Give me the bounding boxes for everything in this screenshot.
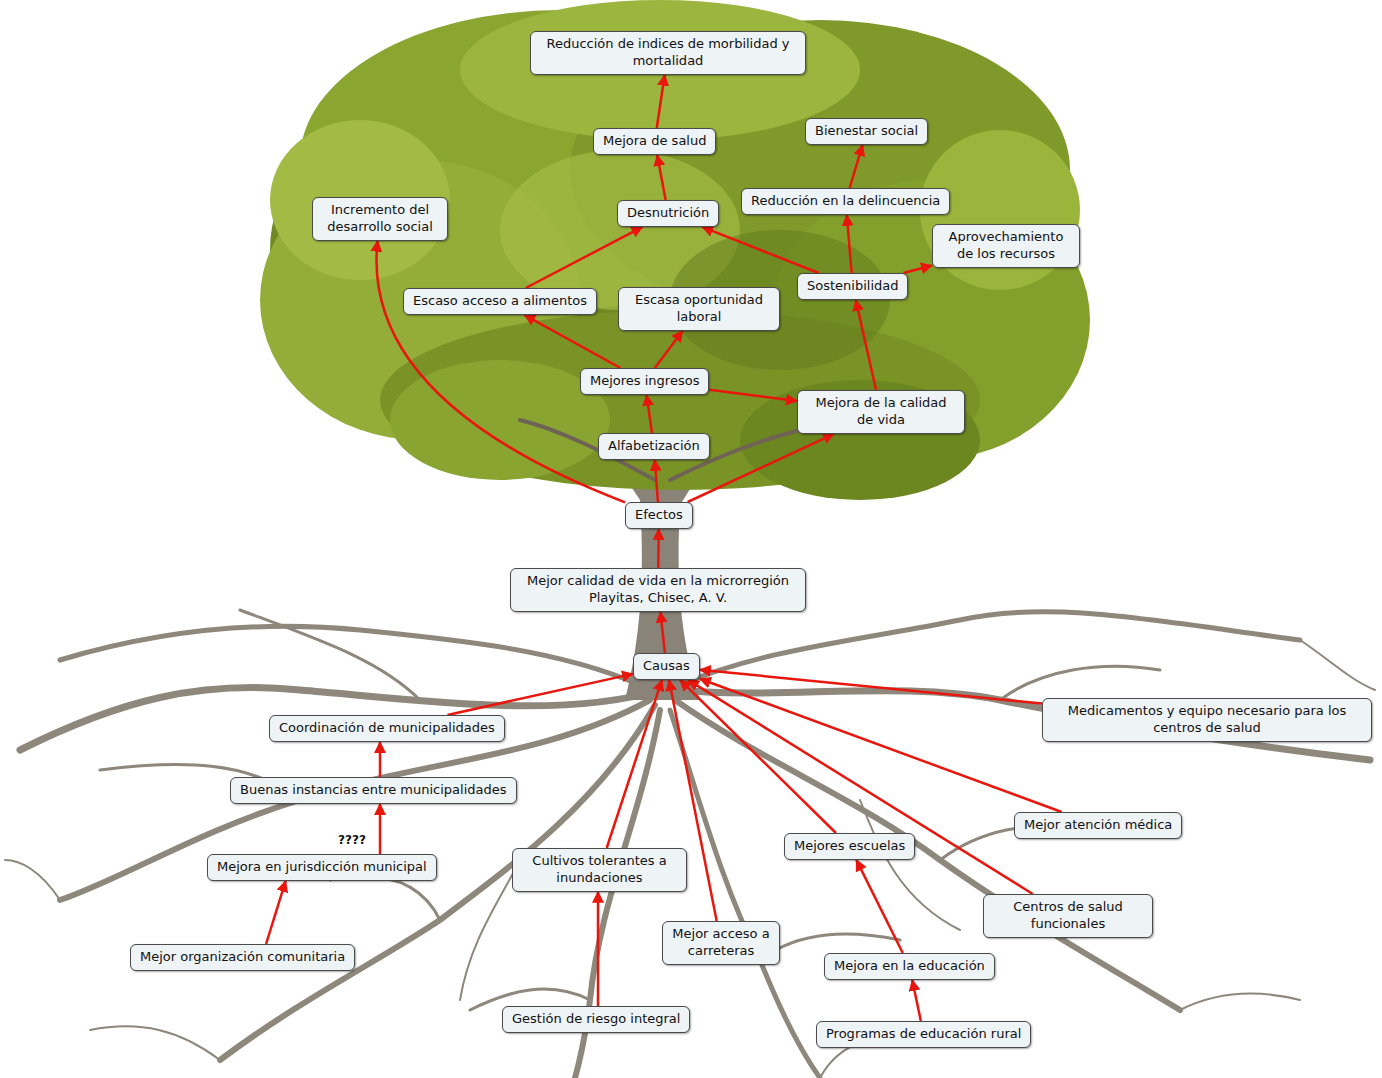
box-text: Escaso acceso a alimentos <box>413 293 587 310</box>
arrow-connector <box>904 265 932 273</box>
arrow-connector <box>379 742 382 777</box>
note-label: ???? <box>336 834 368 847</box>
concept-box: Cultivos tolerantes a inundaciones <box>512 848 687 892</box>
concept-box: Mejor organización comunitaria <box>130 944 355 971</box>
tree-roots <box>5 610 1375 1078</box>
arrow-connector <box>655 460 658 502</box>
arrow-connector <box>702 227 819 273</box>
box-text: Mejor atención médica <box>1024 817 1172 834</box>
box-text: Mejora de salud <box>603 133 706 150</box>
arrow-connector <box>655 331 683 368</box>
concept-box: Mejora de la calidad de vida <box>797 390 965 434</box>
concept-box: Bienestar social <box>805 118 928 145</box>
arrow-connector <box>266 881 286 944</box>
box-text: Mejora de la calidad de vida <box>807 395 955 429</box>
box-text: Reducción de indices de morbilidad y mor… <box>540 36 796 70</box>
concept-box: Mejores escuelas <box>784 833 915 860</box>
concept-box: Escasa oportunidad laboral <box>618 287 780 331</box>
box-text: Mejora en jurisdicción municipal <box>217 859 427 876</box>
box-text: Desnutrición <box>627 205 709 222</box>
concept-box: Incremento del desarrollo social <box>312 197 448 241</box>
box-text: Incremento del desarrollo social <box>322 202 438 236</box>
box-text: Mejor calidad de vida en la microrregión… <box>520 573 796 607</box>
arrow-connector <box>526 227 643 288</box>
concept-box: Mejor acceso a carreteras <box>662 921 780 965</box>
box-text: Aprovechamiento de los recursos <box>942 229 1070 263</box>
arrow-connector <box>657 75 665 128</box>
concept-box: Mejores ingresos <box>580 368 709 395</box>
concept-box: Centros de salud funcionales <box>983 894 1153 938</box>
arrow-connector <box>856 300 876 390</box>
arrow-connector <box>597 892 600 1006</box>
concept-box: Mejor calidad de vida en la microrregión… <box>510 568 806 612</box>
arrow-connector <box>700 679 1062 812</box>
arrow-connector <box>660 612 665 653</box>
concept-box: Desnutrición <box>617 200 719 227</box>
arrow-connector <box>657 155 665 200</box>
concept-box: Alfabetización <box>598 433 710 460</box>
arrow-connector <box>524 315 620 368</box>
concept-box: Gestión de riesgo integral <box>502 1006 690 1033</box>
tree-canopy <box>260 0 1090 500</box>
arrow-connector <box>657 529 660 568</box>
box-text: Causas <box>643 658 690 675</box>
box-text: Centros de salud funcionales <box>993 899 1143 933</box>
concept-box: Efectos <box>625 502 693 529</box>
concept-box: Mejor atención médica <box>1014 812 1182 839</box>
box-text: Reducción en la delincuencia <box>751 193 940 210</box>
arrow-connector <box>688 680 1033 894</box>
concept-box: Causas <box>633 653 700 680</box>
concept-box: Mejora en jurisdicción municipal <box>207 854 437 881</box>
arrow-connector <box>709 390 797 401</box>
concept-box: Sostenibilidad <box>797 273 908 300</box>
box-text: Sostenibilidad <box>807 278 898 295</box>
box-text: Medicamentos y equipo necesario para los… <box>1052 703 1362 737</box>
box-text: Programas de educación rural <box>826 1026 1021 1043</box>
box-text: Buenas instancias entre municipalidades <box>240 782 507 799</box>
box-text: Mejora en la educación <box>834 958 985 975</box>
concept-box: Medicamentos y equipo necesario para los… <box>1042 698 1372 742</box>
concept-box: Programas de educación rural <box>816 1021 1031 1048</box>
concept-box: Mejora en la educación <box>824 953 995 980</box>
tree-branches <box>520 420 800 480</box>
arrow-connector <box>850 145 863 188</box>
concept-box: Buenas instancias entre municipalidades <box>230 777 517 804</box>
concept-box: Aprovechamiento de los recursos <box>932 224 1080 268</box>
box-text: Mejores ingresos <box>590 373 699 390</box>
box-text: Alfabetización <box>608 438 700 455</box>
box-text: Mejores escuelas <box>794 838 905 855</box>
box-text: Mejor acceso a carreteras <box>672 926 770 960</box>
arrow-connector <box>847 215 852 273</box>
box-text: Bienestar social <box>815 123 918 140</box>
arrow-connector <box>448 674 633 715</box>
concept-box: Coordinación de municipalidades <box>269 715 505 742</box>
box-text: Escasa oportunidad laboral <box>628 292 770 326</box>
box-text: Efectos <box>635 507 683 524</box>
box-text: Gestión de riesgo integral <box>512 1011 680 1028</box>
box-text: Coordinación de municipalidades <box>279 720 495 737</box>
arrow-connector <box>856 860 902 953</box>
arrow-connector <box>379 804 382 854</box>
concept-box: Reducción en la delincuencia <box>741 188 950 215</box>
arrow-connector <box>647 395 652 433</box>
box-text: Cultivos tolerantes a inundaciones <box>522 853 677 887</box>
arrow-connector <box>912 980 921 1021</box>
arrow-connector <box>607 680 662 848</box>
concept-box: Escaso acceso a alimentos <box>403 288 597 315</box>
concept-box: Mejora de salud <box>593 128 716 155</box>
box-text: Mejor organización comunitaria <box>140 949 345 966</box>
concept-box: Reducción de indices de morbilidad y mor… <box>530 31 806 75</box>
